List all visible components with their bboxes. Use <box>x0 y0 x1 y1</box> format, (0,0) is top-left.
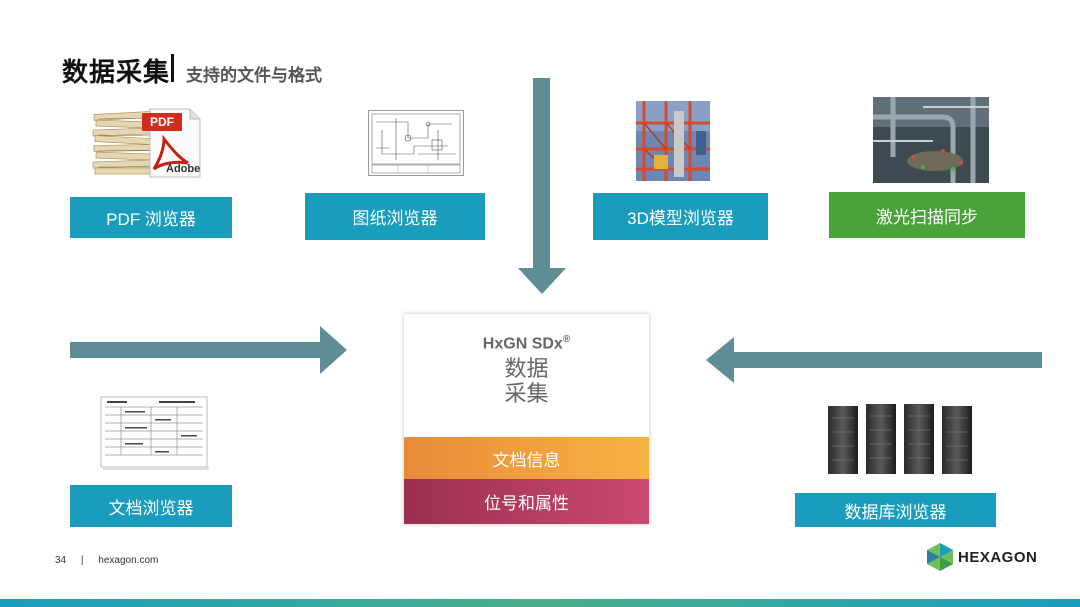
footer-site: hexagon.com <box>98 555 159 566</box>
arrow-down <box>518 78 566 294</box>
page-title: 数据采集 <box>62 57 171 87</box>
tag-attributes-band: 位号和属性 <box>404 479 649 524</box>
hexagon-logo-text: HEXAGON <box>958 549 1038 566</box>
footer: 34 | hexagon.com <box>55 555 158 566</box>
page-number: 34 <box>55 555 67 566</box>
hexagon-logo-icon <box>925 542 955 572</box>
adobe-text: Adobe <box>166 163 201 175</box>
sdx-center-text: 数据 采集 <box>404 356 649 406</box>
page-subtitle: 支持的文件与格式 <box>186 66 322 85</box>
center-line-1: 数据 <box>504 356 549 381</box>
pdf-document-image: PDF Adobe <box>92 105 207 180</box>
arrow-right <box>70 326 347 374</box>
3d-model-browser-label: 3D模型浏览器 <box>593 193 768 240</box>
sdx-brand-text: HxGN SDx <box>482 335 563 353</box>
center-line-2: 采集 <box>504 381 549 406</box>
laser-scan-sync-label: 激光扫描同步 <box>829 192 1025 238</box>
title-divider <box>171 54 174 82</box>
drawing-browser-label: 图纸浏览器 <box>305 193 485 240</box>
pdf-browser-label: PDF 浏览器 <box>70 197 232 238</box>
document-form-image <box>99 395 211 470</box>
arrow-left <box>706 337 1042 383</box>
database-browser-label: 数据库浏览器 <box>795 493 996 527</box>
server-racks-image <box>826 398 976 478</box>
engineering-drawing-image <box>368 110 464 176</box>
pdf-badge-text: PDF <box>150 115 174 129</box>
document-info-band: 文档信息 <box>404 437 649 479</box>
footer-separator: | <box>80 555 84 566</box>
laser-scan-image <box>873 97 989 183</box>
3d-model-image <box>636 101 710 181</box>
document-browser-label: 文档浏览器 <box>70 485 232 527</box>
sdx-brand: HxGN SDx® <box>404 334 649 353</box>
registered-mark: ® <box>562 334 571 345</box>
bottom-accent-bar <box>0 599 1080 607</box>
sdx-center-box: HxGN SDx® 数据 采集 文档信息 位号和属性 <box>404 314 649 524</box>
